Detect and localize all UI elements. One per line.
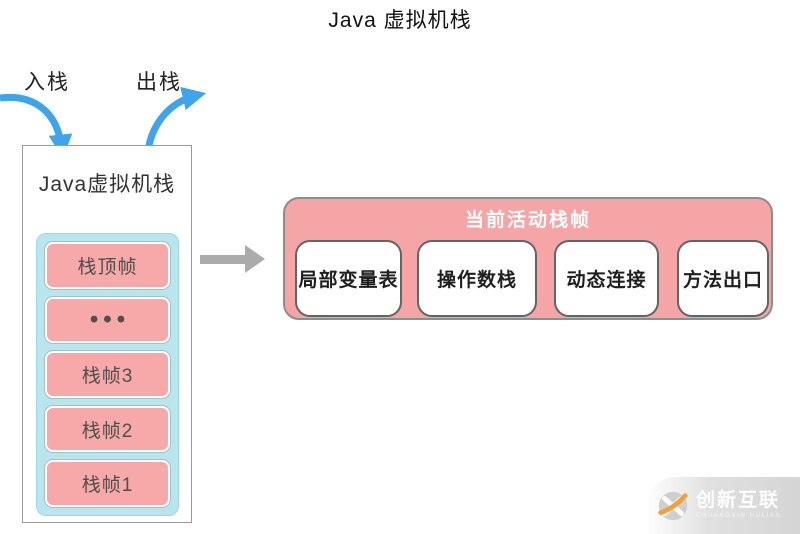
stack-frame-1: 栈帧1: [45, 460, 170, 507]
dynamic-linking-box: 动态连接: [554, 240, 659, 317]
watermark-subtext: CHUANGXIN HULIAN: [696, 513, 782, 520]
watermark-brand: 创新互联: [696, 490, 781, 512]
watermark-text: 创新互联 CHUANGXIN HULIAN: [696, 491, 781, 519]
active-frame-panel: 当前活动栈帧 局部变量表 操作数栈 动态连接 方法出口: [283, 197, 773, 320]
method-exit-box: 方法出口: [677, 240, 769, 317]
stack-frame-2: 栈帧2: [45, 405, 170, 453]
jvm-stack-box: Java虚拟机栈 栈顶帧 ••• 栈帧3 栈帧2 栈帧1: [22, 145, 192, 523]
watermark: 创新互联 CHUANGXIN HULIAN: [646, 477, 800, 534]
active-frame-title: 当前活动栈帧: [464, 210, 591, 231]
stack-frame-3: 栈帧3: [45, 351, 170, 398]
pop-label: 出栈: [136, 71, 182, 94]
jvm-stack-box-label: Java虚拟机栈: [38, 173, 176, 196]
stack-frame-top: 栈顶帧: [45, 242, 170, 289]
page-title: Java 虚拟机栈: [328, 9, 472, 32]
stack-frame-ellipsis: •••: [45, 296, 170, 344]
watermark-logo-icon: [658, 491, 688, 520]
stack-frames-container: 栈顶帧 ••• 栈帧3 栈帧2 栈帧1: [36, 233, 179, 516]
push-label: 入栈: [24, 71, 70, 94]
push-arrow-icon: [0, 93, 73, 159]
operand-stack-box: 操作数栈: [417, 240, 537, 317]
local-variable-table-box: 局部变量表: [295, 240, 402, 317]
right-arrow-icon: [200, 245, 265, 273]
